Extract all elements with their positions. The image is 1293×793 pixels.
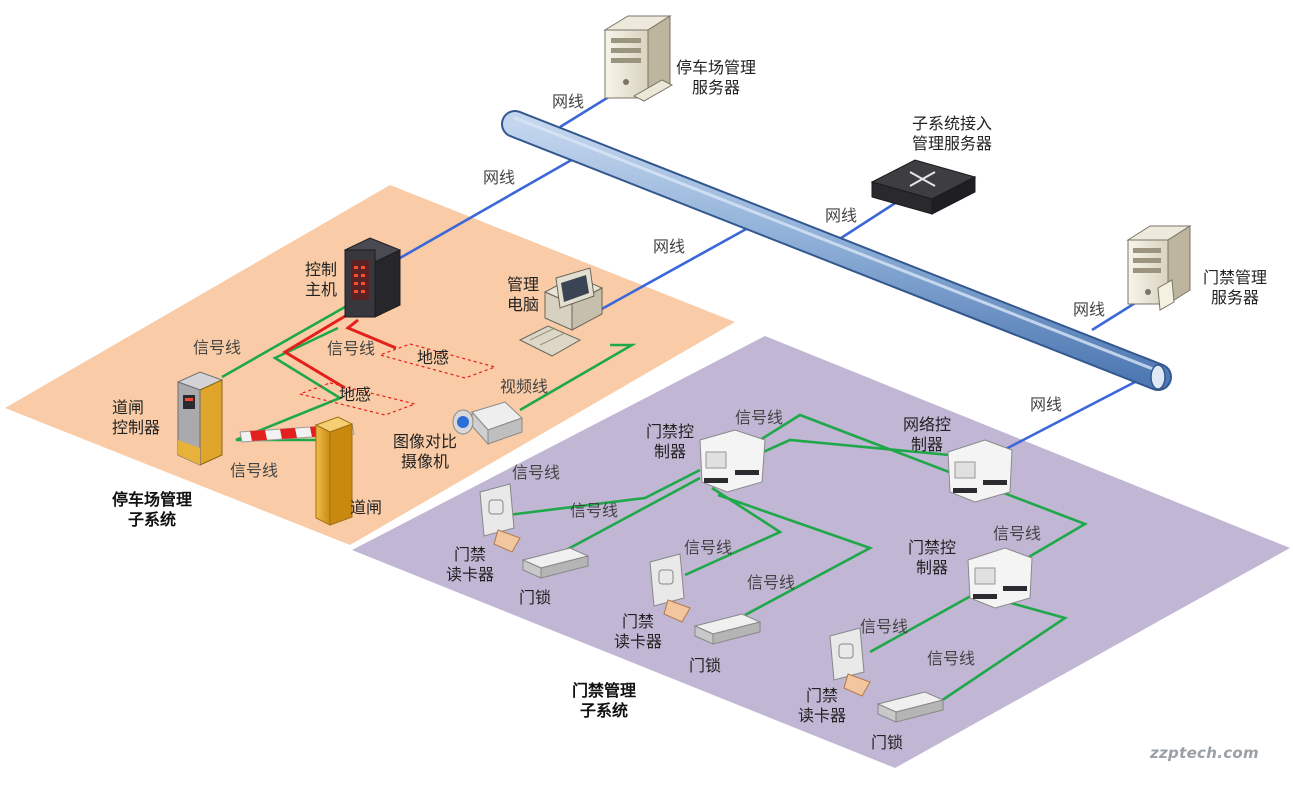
card-reader-3-label-line1: 门禁 [806, 686, 839, 705]
ground-loop-wires [282, 310, 397, 390]
parking-server-label-line1: 停车场管理 [676, 58, 757, 77]
access-server-label-line2: 服务器 [1211, 288, 1260, 307]
ground-loop-2 [297, 382, 418, 416]
network-controller-label: 网络控 制器 [903, 415, 951, 455]
management-pc-label-line1: 管理 [507, 275, 540, 294]
signal-cable-label: 信号线 [993, 524, 1042, 543]
card-reader-3-label-line2: 读卡器 [798, 706, 847, 725]
access-signal-wires [507, 413, 1088, 707]
camera-icon [452, 401, 523, 446]
access-server-label: 门禁管理 服务器 [1203, 268, 1267, 308]
network-cable-label: 网线 [1073, 300, 1106, 319]
card-reader-3-label: 门禁 读卡器 [798, 686, 846, 726]
signal-cable-label: 信号线 [512, 463, 561, 482]
barrier-controller-label-line1: 道闸 [112, 398, 145, 417]
door-lock-1-icon [521, 547, 590, 579]
network-cables [399, 88, 1141, 454]
camera-label-line1: 图像对比 [393, 432, 458, 451]
signal-cable-label: 信号线 [860, 617, 909, 636]
door-controller-1-label-line1: 门禁控 [646, 422, 695, 441]
signal-cable-label: 信号线 [327, 339, 376, 358]
parking-server-icon [603, 15, 674, 102]
network-cable-label: 网线 [653, 237, 686, 256]
ground-loop-1 [378, 343, 497, 379]
control-host-icon [343, 237, 402, 318]
subsystem-server-label-line2: 管理服务器 [912, 134, 993, 153]
door-lock-3-icon [876, 691, 945, 723]
card-reader-2-label: 门禁 读卡器 [614, 612, 662, 652]
card-reader-2-label-line2: 读卡器 [614, 632, 663, 651]
barrier-controller-label-line2: 控制器 [112, 418, 161, 437]
door-controller-2-label: 门禁控 制器 [908, 538, 956, 578]
control-host-label-line1: 控制 [305, 260, 338, 279]
door-controller-1-label: 门禁控 制器 [646, 422, 694, 462]
network-controller-label-line1: 网络控 [903, 415, 952, 434]
ground-loop-label-2: 地感 [339, 385, 372, 404]
access-server-icon [1126, 225, 1192, 311]
management-pc-label: 管理 电脑 [507, 275, 539, 315]
card-reader-2-label-line1: 门禁 [622, 612, 655, 631]
card-reader-1-icon [479, 483, 521, 553]
door-lock-2-label: 门锁 [689, 656, 722, 675]
card-reader-1-label: 门禁 读卡器 [446, 545, 494, 585]
network-cable-label: 网线 [552, 92, 585, 111]
management-pc-icon [518, 267, 604, 357]
signal-cable-label: 信号线 [570, 501, 619, 520]
access-subsystem-title-line2: 子系统 [580, 701, 629, 720]
management-pc-label-line2: 电脑 [507, 295, 540, 314]
signal-cable-label: 信号线 [193, 338, 242, 357]
network-cable-label: 网线 [825, 206, 858, 225]
subsystem-server-label-line1: 子系统接入 [912, 114, 993, 133]
door-controller-1-label-line2: 制器 [654, 442, 687, 461]
door-lock-3-label: 门锁 [871, 733, 904, 752]
card-reader-1-label-line1: 门禁 [454, 545, 487, 564]
network-controller-label-line2: 制器 [911, 435, 944, 454]
control-host-label: 控制 主机 [305, 260, 337, 300]
access-zone-plane [352, 336, 1290, 768]
signal-cable-label: 信号线 [927, 649, 976, 668]
camera-label: 图像对比 摄像机 [393, 432, 457, 472]
parking-subsystem-title: 停车场管理 子系统 [112, 490, 192, 530]
door-controller-2-icon [967, 547, 1033, 609]
barrier-controller-label: 道闸 控制器 [112, 398, 160, 438]
signal-cable-label: 信号线 [230, 461, 279, 480]
network-controller-icon [947, 439, 1013, 503]
parking-server-label: 停车场管理 服务器 [676, 58, 756, 98]
signal-cable-label: 信号线 [684, 538, 733, 557]
watermark: zzptech.com [1150, 744, 1259, 762]
video-cable-label: 视频线 [500, 377, 549, 396]
access-subsystem-title-line1: 门禁管理 [572, 681, 637, 700]
network-cable-label: 网线 [1030, 395, 1063, 414]
control-host-label-line2: 主机 [305, 280, 338, 299]
barrier-label: 道闸 [350, 498, 383, 517]
parking-server-label-line2: 服务器 [692, 78, 741, 97]
subsystem-server-label: 子系统接入 管理服务器 [912, 114, 992, 154]
door-controller-1-icon [699, 429, 766, 493]
card-reader-1-label-line2: 读卡器 [446, 565, 495, 584]
subsystem-server-icon [870, 159, 977, 215]
parking-subsystem-title-line2: 子系统 [128, 510, 177, 529]
network-cable-label: 网线 [483, 168, 516, 187]
access-subsystem-title: 门禁管理 子系统 [572, 681, 636, 721]
door-lock-1-label: 门锁 [519, 588, 552, 607]
camera-label-line2: 摄像机 [401, 452, 450, 471]
card-reader-2-icon [649, 553, 691, 623]
ground-loop-label-1: 地感 [417, 348, 450, 367]
signal-cable-label: 信号线 [747, 573, 796, 592]
network-backbone [501, 110, 1172, 391]
door-controller-2-label-line1: 门禁控 [908, 538, 957, 557]
barrier-controller-icon [176, 371, 224, 466]
parking-subsystem-title-line1: 停车场管理 [112, 490, 193, 509]
access-server-label-line1: 门禁管理 [1203, 268, 1268, 287]
barrier-gate-icon [239, 416, 355, 526]
signal-cable-label: 信号线 [735, 408, 784, 427]
door-lock-2-icon [693, 613, 762, 645]
door-controller-2-label-line2: 制器 [916, 558, 949, 577]
card-reader-3-icon [829, 627, 871, 697]
